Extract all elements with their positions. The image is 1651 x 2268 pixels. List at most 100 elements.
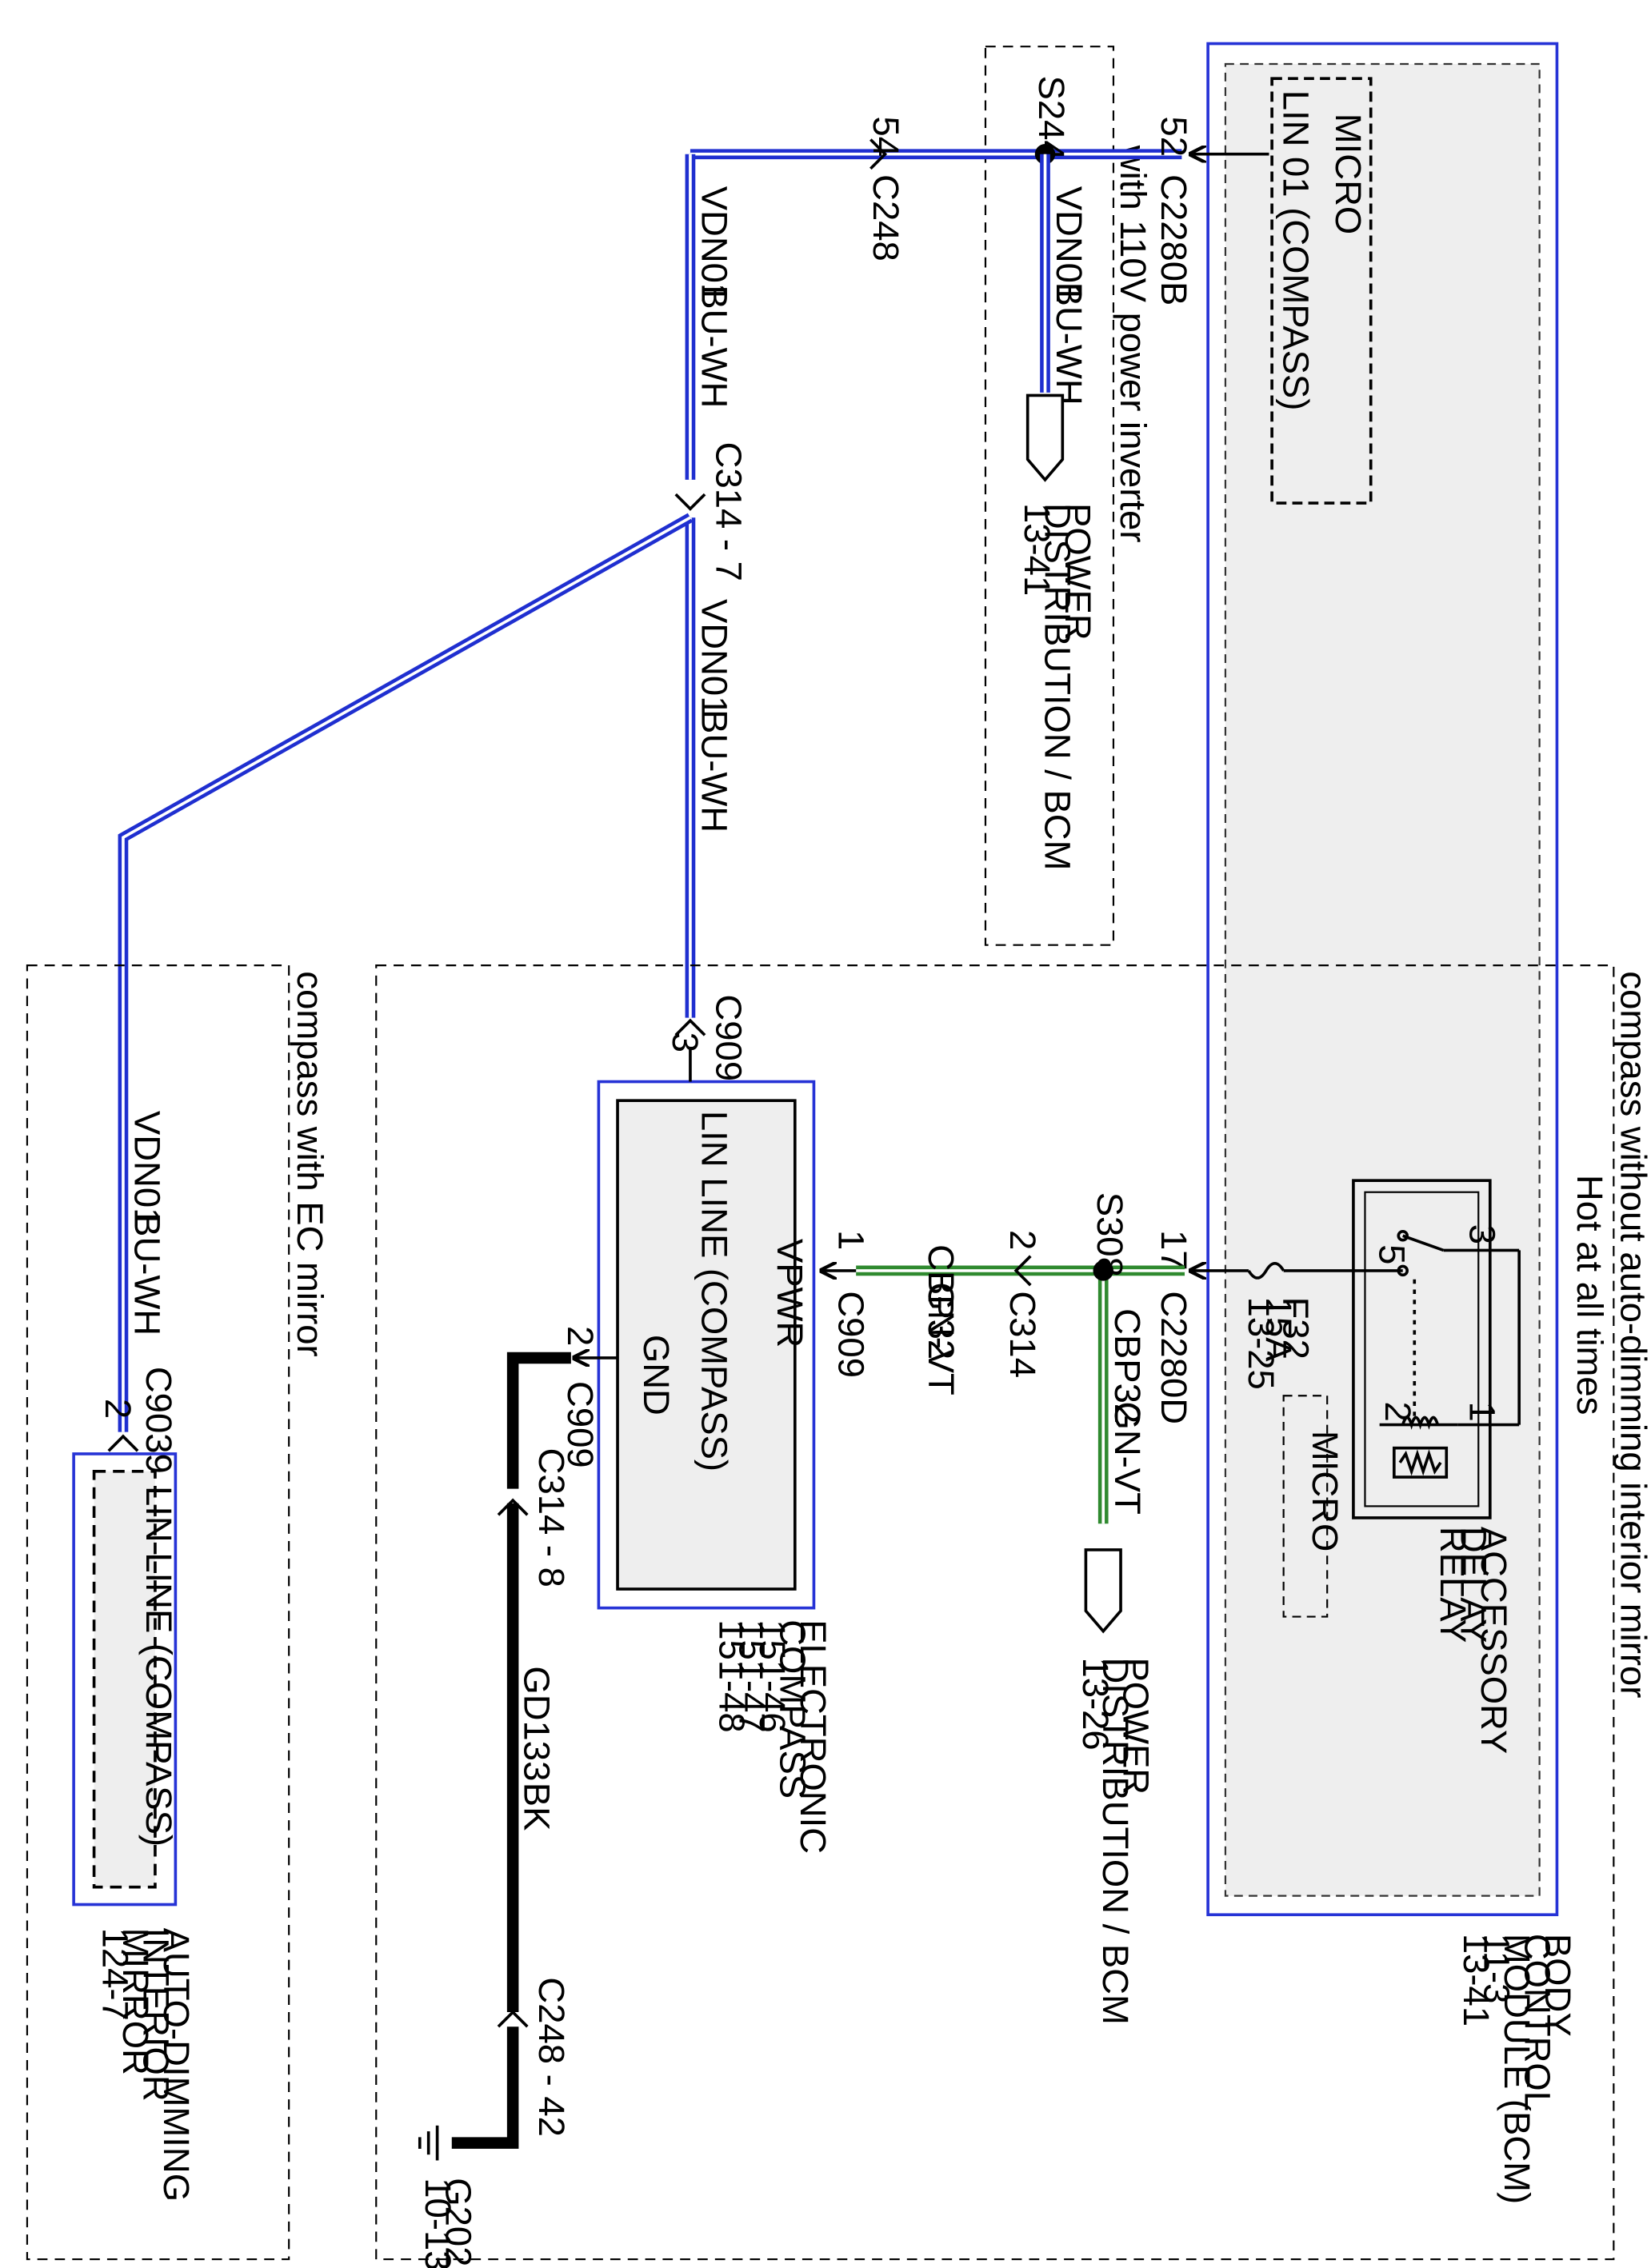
- inverter-label: with 110V power inverter: [1113, 145, 1153, 543]
- relay-micro-box: [1282, 1395, 1329, 1618]
- region-without-mirror: [375, 964, 1615, 2261]
- svg-text:COMPASS: COMPASS: [773, 1619, 814, 1799]
- ground-symbol: [418, 2125, 439, 2161]
- fuse-name: F32: [1276, 1297, 1317, 1360]
- compass-lin: LIN LINE (COMPASS): [694, 1111, 734, 1471]
- vdn01-upper-color: BU-WH: [694, 285, 734, 408]
- s244-label: S244: [1031, 76, 1072, 161]
- svg-text:RELAY: RELAY: [1433, 1527, 1473, 1643]
- svg-text:BODY: BODY: [1537, 1934, 1578, 2037]
- s308-splice: [1093, 1260, 1113, 1281]
- power-dist-bottom-label: POWER DISTRIBUTION / BCM 13-26: [1075, 1657, 1157, 2024]
- svg-text:151-48: 151-48: [711, 1619, 752, 1732]
- c9039-label: C9039: [138, 1367, 179, 1474]
- mirror-name: AUTO-DIMMING INTERIOR MIRROR 124-7: [94, 1928, 196, 2202]
- fuse-ref: 13-25: [1241, 1297, 1281, 1390]
- svg-text:DELAY: DELAY: [1453, 1527, 1493, 1643]
- bcm-name: BODY CONTROL MODULE (BCM) 11-3 13-41: [1456, 1934, 1578, 2204]
- c248-pin-mark: [869, 138, 888, 170]
- svg-text:ACCESSORY: ACCESSORY: [1473, 1527, 1514, 1755]
- c909-3-label: C909: [709, 994, 750, 1081]
- svg-text:POWER: POWER: [1057, 503, 1098, 641]
- c909-1-pin: 1: [830, 1230, 871, 1250]
- gd133-color: BK: [517, 1783, 558, 1831]
- cbp32-wire: [856, 1265, 1185, 1524]
- mirror-wire-id: VDN01: [126, 1111, 167, 1228]
- svg-text:13-26: 13-26: [1075, 1657, 1116, 1750]
- c2280b-pin: 52: [1153, 116, 1194, 157]
- c314-8-mark: [497, 1498, 529, 1516]
- c2280d-label: C2280D: [1153, 1291, 1194, 1424]
- vdn01-mirror-wire: [118, 513, 694, 1432]
- region-without-label: compass without auto-dimming interior mi…: [1613, 971, 1651, 1698]
- c909-2-pin: 2: [560, 1326, 601, 1346]
- compass-gnd: GND: [636, 1335, 677, 1416]
- vdn01-upper-id: VDN01: [694, 186, 734, 303]
- c248-pin: 54: [865, 116, 906, 157]
- svg-text:11-3: 11-3: [1477, 1934, 1517, 2004]
- relay-switch: [1397, 1229, 1445, 1418]
- relay-pin5: 5: [1372, 1244, 1413, 1264]
- power-dist-top-label: POWER DISTRIBUTION / BCM 13-41: [1017, 503, 1098, 870]
- g202-label: G202: [438, 2178, 479, 2266]
- c314-2-label: C314: [1002, 1291, 1043, 1378]
- bcm-lin-label: LIN 01 (COMPASS): [1276, 90, 1317, 411]
- relay-outline: [1352, 1179, 1492, 1519]
- gd133-wire: [451, 1352, 571, 2149]
- svg-text:POWER: POWER: [1116, 1657, 1157, 1795]
- inverter-region: [984, 46, 1115, 946]
- bcm-outline: [1206, 42, 1559, 1917]
- s308-wire-id: CBP32: [1107, 1308, 1148, 1423]
- c314-7-mark: [674, 493, 706, 511]
- vdn01-lower-color: BU-WH: [694, 709, 734, 833]
- relay-coil: [1379, 1416, 1458, 1479]
- svg-text:151-46: 151-46: [752, 1619, 793, 1732]
- c909-2-label: C909: [560, 1381, 601, 1468]
- c909-1-label: C909: [830, 1291, 871, 1378]
- g202-ref: 10-13: [418, 2178, 458, 2268]
- compass-name: ELECTRONIC COMPASS 151-46 151-47 151-48: [711, 1619, 833, 1854]
- c314-2-mark: [1013, 1255, 1032, 1287]
- svg-text:CONTROL: CONTROL: [1517, 1934, 1557, 2111]
- relay-micro-label: MICRO: [1305, 1431, 1345, 1551]
- mirror-inner: [92, 1469, 157, 1889]
- power-dist-top-symbol: [1025, 393, 1065, 482]
- c9039-mark: [107, 1434, 139, 1452]
- svg-text:13-41: 13-41: [1456, 1934, 1497, 2026]
- relay-pin3: 3: [1461, 1224, 1502, 1244]
- fuse-rating: 15A: [1258, 1297, 1299, 1363]
- c909-3-pin: 3: [665, 1032, 706, 1052]
- c314-8-label: C314 - 8: [531, 1448, 572, 1587]
- s244-wire-color: BU-WH: [1049, 282, 1089, 405]
- c9039-pin: 2: [98, 1399, 138, 1419]
- relay-pin2: 2: [1377, 1402, 1418, 1422]
- vdn01-lower-id: VDN01: [694, 599, 734, 716]
- compass-vpwr: VPWR: [770, 1239, 810, 1348]
- svg-text:124-7: 124-7: [94, 1928, 135, 2021]
- s308-wire-color: GN-VT: [1107, 1402, 1148, 1515]
- compass-inner: [616, 1099, 797, 1591]
- mirror-outline: [72, 1452, 178, 1907]
- c314-2-pin: 2: [1002, 1230, 1043, 1250]
- mirror-wire-color: BU-WH: [126, 1212, 167, 1336]
- power-dist-bottom-symbol: [1084, 1548, 1122, 1634]
- s244-wire-id: VDN01: [1049, 186, 1089, 303]
- bcm-inner: [1224, 62, 1541, 1897]
- svg-text:INTERIOR: INTERIOR: [135, 1928, 176, 2102]
- relay-name: ACCESSORY DELAY RELAY: [1433, 1527, 1514, 1755]
- mirror-lin: LIN LINE (COMPASS): [138, 1486, 179, 1847]
- svg-text:MIRROR: MIRROR: [115, 1928, 156, 2075]
- cbp32-color: GN-VT: [921, 1282, 961, 1395]
- region-with-mirror: [26, 964, 290, 2261]
- svg-text:151-47: 151-47: [732, 1619, 773, 1732]
- svg-text:AUTO-DIMMING: AUTO-DIMMING: [156, 1928, 197, 2202]
- svg-text:MODULE (BCM): MODULE (BCM): [1497, 1934, 1537, 2204]
- c909-3-mark: [674, 1018, 706, 1036]
- region-with-label: compass with EC mirror: [290, 971, 330, 1356]
- relay-inner: [1364, 1191, 1480, 1507]
- svg-text:DISTRIBUTION / BCM: DISTRIBUTION / BCM: [1037, 503, 1078, 870]
- bcm-micro-box: [1270, 77, 1373, 505]
- c2280d-pin: 17: [1153, 1230, 1194, 1271]
- fuse-f32: [1190, 1264, 1403, 1278]
